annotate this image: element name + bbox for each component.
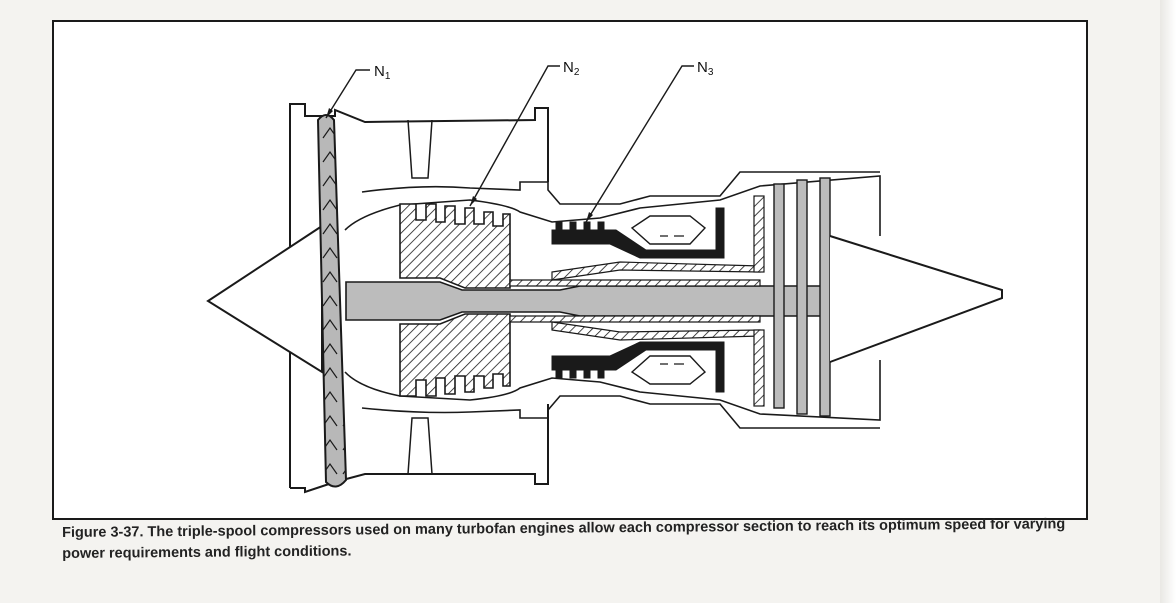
page-edge — [1160, 0, 1176, 603]
core-casing-top — [344, 175, 881, 236]
caption-text: The triple-spool compressors used on man… — [62, 516, 1066, 562]
n3-leader-line — [585, 65, 694, 223]
n1-shaft — [345, 281, 831, 321]
lp-turbine-2 — [796, 179, 808, 415]
fan-disc — [316, 114, 348, 488]
hp-turbine-top — [753, 195, 765, 273]
n2-arrowhead — [470, 196, 477, 206]
hp-shaft-top — [551, 261, 761, 281]
combustor-top — [630, 215, 707, 245]
fan-cowl-top — [289, 103, 549, 182]
core-casing-bottom — [344, 360, 881, 421]
label-n2: N2 — [563, 59, 580, 78]
combustor-bottom — [630, 355, 707, 385]
hp-compressor-bottom — [551, 341, 725, 393]
figure-number: Figure 3-37. — [62, 524, 144, 541]
fan-cowl-bottom — [290, 404, 549, 494]
hp-turbine-bottom — [753, 329, 765, 407]
outlet-guide-vane-bottom — [407, 417, 433, 475]
splitter-top — [361, 171, 880, 205]
label-n3: N3 — [697, 59, 714, 78]
lp-turbine-3 — [819, 177, 831, 417]
splitter-bottom — [361, 395, 880, 429]
n2-leader-line — [469, 65, 560, 207]
n1-leader-line — [325, 69, 370, 119]
ip-shaft-bottom — [509, 315, 761, 323]
ip-compressor-bottom — [399, 313, 511, 397]
ip-shaft-top — [509, 279, 761, 287]
ip-compressor-top — [399, 203, 511, 289]
hp-compressor-top — [551, 207, 725, 259]
outlet-guide-vane-top — [407, 119, 433, 179]
spinner-cone — [206, 224, 323, 374]
lp-turbine-1 — [773, 183, 785, 409]
n3-arrowhead — [586, 212, 593, 222]
hp-shaft-bottom — [551, 321, 761, 341]
n1-arrowhead — [326, 108, 333, 118]
label-n1: N1 — [374, 63, 391, 82]
exhaust-cone — [829, 235, 1003, 363]
